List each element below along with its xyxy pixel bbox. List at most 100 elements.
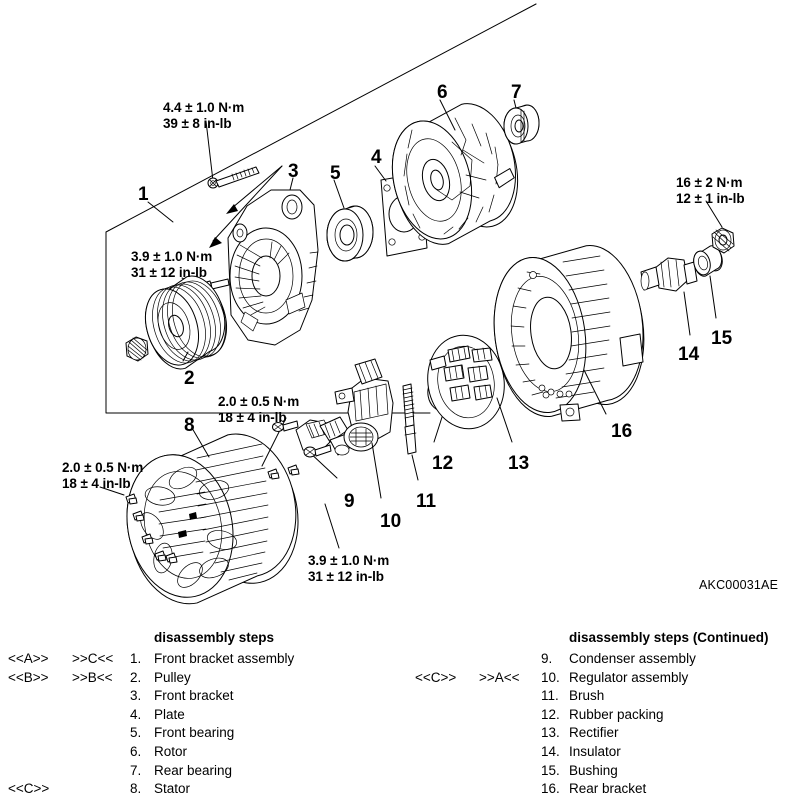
leader-line-6 (439, 99, 456, 131)
torque-spec-stator: 2.0 ± 0.5 N·m 18 ± 4 in-lb (62, 460, 143, 491)
torque-inlb: 31 ± 12 in-lb (131, 264, 207, 280)
legend-item-label: Insulator (569, 744, 621, 759)
legend-item-label: Rotor (154, 744, 188, 759)
legend-row: 14. Insulator (410, 743, 802, 762)
legend-marker-a: <<C>> (415, 669, 457, 685)
callout-2: 2 (184, 368, 195, 389)
part-14-insulator (640, 257, 698, 336)
legend-marker-a: <<B>> (8, 669, 49, 685)
legend-item-label: Front bracket assembly (154, 651, 295, 666)
legend-marker-a: <<C>> (8, 781, 50, 797)
legend-item-label: Rear bearing (154, 762, 233, 778)
leader-line-torque-brush (324, 503, 340, 549)
leader-line-3 (289, 177, 294, 191)
torque-nm: 2.0 ± 0.5 N·m (62, 460, 144, 475)
leader-line-8 (191, 427, 210, 458)
legend-marker-b: >>B<< (72, 669, 113, 685)
legend-item-label: Bushing (569, 762, 618, 778)
leader-line-4 (374, 165, 387, 182)
legend-item-number: 6. (130, 744, 142, 759)
part-10-regulator-assembly (334, 358, 394, 499)
legend-row: <<C>> 8. Stator (0, 780, 410, 799)
legend-item-label: Regulator assembly (569, 669, 689, 685)
leader-line-5 (333, 179, 345, 209)
part-9-condenser-assembly (295, 416, 352, 479)
drawing-id-code: AKC00031AE (699, 578, 779, 592)
terminal-nut (705, 200, 735, 254)
legend-row: 12. Rubber packing (410, 706, 802, 725)
legend-item-number: 15. (541, 762, 560, 778)
torque-spec-brush-holder: 3.9 ± 1.0 N·m 31 ± 12 in-lb (308, 553, 389, 584)
legend-marker-a: <<A>> (8, 651, 49, 666)
part-6-rotor (391, 99, 519, 245)
callout-15: 15 (711, 328, 733, 349)
callout-14: 14 (678, 344, 700, 365)
legend-item-number: 11. (541, 688, 559, 704)
torque-inlb: 18 ± 4 in-lb (218, 409, 287, 425)
legend-row: 3. Front bracket (0, 687, 410, 706)
legend-title-right: disassembly steps (Continued) (569, 630, 769, 645)
front-bracket-assembly-boundary (105, 3, 537, 414)
legend-item-number: 10. (541, 669, 560, 685)
callout-11: 11 (416, 491, 437, 512)
torque-inlb: 18 ± 4 in-lb (62, 475, 131, 491)
legend-item-number: 9. (541, 651, 553, 666)
legend-item-number: 5. (130, 725, 142, 741)
leader-line-14 (683, 291, 691, 336)
callout-7: 7 (511, 82, 522, 103)
stator-screws (99, 417, 300, 564)
legend-marker-b: >>A<< (479, 669, 520, 685)
legend-item-label: Front bearing (154, 725, 235, 741)
callout-4: 4 (371, 147, 382, 168)
leader-line-10 (371, 442, 382, 499)
callout-8: 8 (184, 415, 195, 436)
drawing-canvas: .ln{fill:none;stroke:#000;stroke-width:1… (99, 3, 735, 605)
callout-3: 3 (288, 161, 299, 182)
legend-row: <<A>> >>C<< 1. Front bracket assembly (0, 650, 410, 669)
legend-item-number: 1. (130, 651, 142, 666)
callout-12: 12 (432, 453, 454, 474)
legend-row: 9. Condenser assembly (410, 650, 802, 669)
torque-inlb: 12 ± 1 in-lb (676, 190, 745, 206)
torque-nm: 2.0 ± 0.5 N·m (218, 394, 300, 409)
torque-nm: 3.9 ± 1.0 N·m (131, 249, 213, 264)
legend-item-number: 3. (130, 688, 142, 704)
torque-spec-regulator: 2.0 ± 0.5 N·m 18 ± 4 in-lb (218, 394, 299, 425)
legend-item-number: 12. (541, 706, 560, 722)
legend-row: 13. Rectifier (410, 724, 802, 743)
torque-inlb: 39 ± 8 in-lb (163, 115, 232, 131)
legend-item-number: 14. (541, 744, 560, 759)
part-11-brush (402, 383, 419, 481)
torque-spec-upper-right: 16 ± 2 N·m 12 ± 1 in-lb (676, 175, 745, 206)
legend-row: <<B>> >>B<< 2. Pulley (0, 669, 410, 688)
legend-row: 6. Rotor (0, 743, 410, 762)
legend-item-label: Brush (569, 688, 605, 704)
leader-line-torque-upper-right (705, 200, 723, 228)
legend-marker-b: >>C<< (72, 651, 114, 666)
torque-spec-upper-left: 4.4 ± 1.0 N·m 39 ± 8 in-lb (163, 100, 244, 131)
legend-item-number: 16. (541, 781, 560, 797)
legend-row: 15. Bushing (410, 762, 802, 781)
legend-row: 11. Brush (410, 687, 802, 706)
legend-item-number: 2. (130, 669, 142, 685)
callout-16: 16 (611, 421, 633, 442)
legend-item-number: 13. (541, 725, 560, 741)
torque-spec-left-bracket: 3.9 ± 1.0 N·m 31 ± 12 in-lb (131, 249, 212, 280)
legend-item-number: 4. (130, 706, 142, 722)
legend-item-label: Front bracket (154, 688, 234, 704)
torque-inlb: 31 ± 12 in-lb (308, 568, 384, 584)
callout-10: 10 (380, 511, 402, 532)
leader-line-16 (583, 369, 607, 415)
legend-row: 5. Front bearing (0, 724, 410, 743)
leader-lines-torque-upper-left (205, 120, 283, 248)
part-16-rear-bracket (493, 245, 645, 422)
legend-item-number: 8. (130, 781, 142, 797)
legend-item-label: Rear bracket (569, 781, 647, 797)
part-2-pulley (145, 275, 227, 370)
exploded-view-drawing: .ln{fill:none;stroke:#000;stroke-width:1… (62, 3, 779, 605)
legend-row: <<C>> >>A<< 10. Regulator assembly (410, 669, 802, 688)
pulley-nut (125, 336, 149, 362)
callout-6: 6 (437, 82, 448, 103)
legend-row: 16. Rear bracket (410, 780, 802, 799)
legend-item-label: Rectifier (569, 725, 619, 741)
